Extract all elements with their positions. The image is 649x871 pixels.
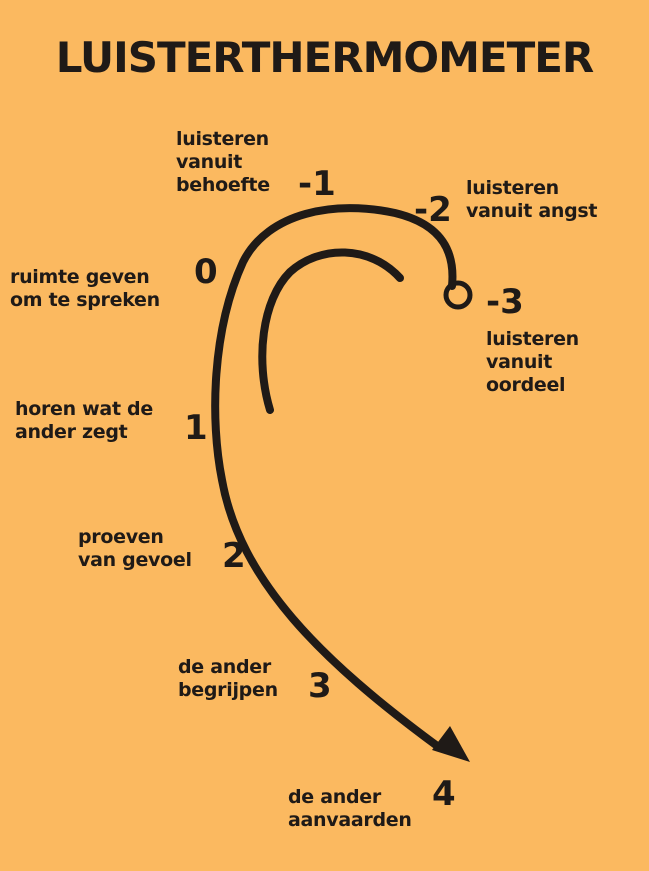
level-minus-2-number: -2 xyxy=(414,190,452,230)
level-minus-2-label: luisteren vanuit angst xyxy=(466,177,598,222)
level-3-label: de ander begrijpen xyxy=(178,656,278,701)
level-0-number: 0 xyxy=(194,252,218,292)
level-3-number: 3 xyxy=(308,666,332,706)
inner-arc xyxy=(258,248,404,414)
page-title: LUISTERTHERMOMETER xyxy=(55,33,595,82)
level-4-label: de ander aanvaarden xyxy=(288,786,412,831)
level-4-number: 4 xyxy=(432,774,456,814)
level-2-label: proeven van gevoel xyxy=(78,526,192,571)
level-minus-3-number: -3 xyxy=(486,282,524,322)
level-1-number: 1 xyxy=(184,408,208,448)
level-1-label: horen wat de ander zegt xyxy=(15,398,153,443)
main-arc xyxy=(211,204,457,752)
arrowhead xyxy=(432,726,470,762)
level-2-number: 2 xyxy=(222,536,246,576)
start-circle xyxy=(443,280,473,310)
level-0-label: ruimte geven om te spreken xyxy=(10,266,160,311)
level-minus-3-label: luisteren vanuit oordeel xyxy=(486,328,579,396)
level-minus-1-number: -1 xyxy=(298,164,336,204)
level-minus-1-label: luisteren vanuit behoefte xyxy=(176,128,270,196)
